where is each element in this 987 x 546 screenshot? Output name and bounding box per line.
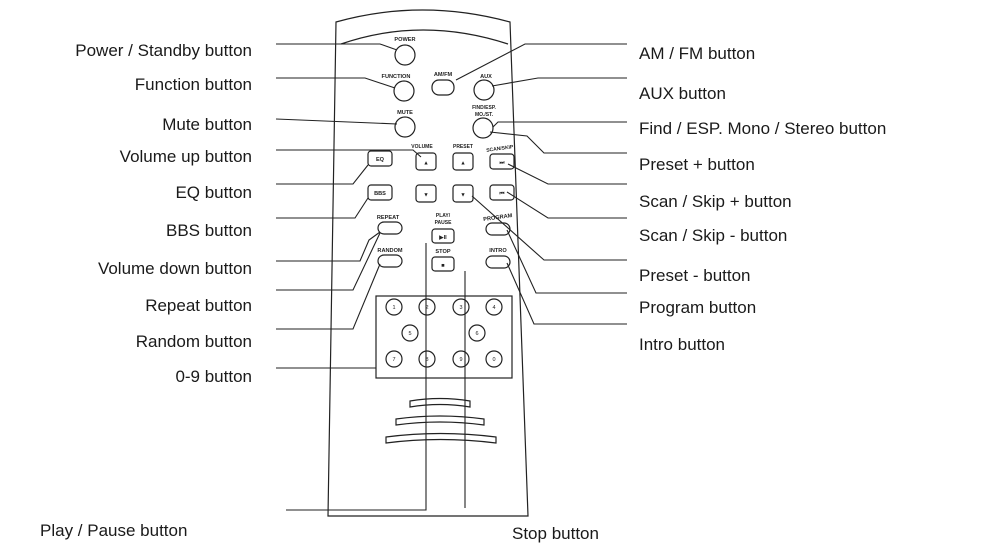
number-key-label: 8 [425,357,428,363]
volume-up-button [415,152,437,171]
function-key-label: FUNCTION [382,74,411,80]
mute-key-label: MUTE [397,110,413,116]
callout-volume-down: Volume down button [98,259,252,278]
callout-random: Random button [136,332,252,351]
number-key [385,350,403,368]
power-key-label: POWER [394,37,415,43]
left-callouts: Power / Standby button Function button M… [75,41,252,386]
number-key-label: 1 [392,305,395,311]
right-callouts: AM / FM button AUX button Find / ESP. Mo… [639,44,886,354]
callout-program: Program button [639,298,756,317]
callout-repeat: Repeat button [145,296,252,315]
callout-amfm: AM / FM button [639,44,755,63]
play-key-label-2: PAUSE [435,220,453,226]
program-key-label: PROGRAM [483,213,513,223]
number-key-label: 0 [492,357,495,363]
number-key [385,298,403,316]
intro-button [485,255,511,269]
number-key-label: 3 [459,305,462,311]
intro-key-label: INTRO [489,248,507,254]
callout-mute: Mute button [162,115,252,134]
eq-button [367,150,393,167]
number-key [401,324,419,342]
callout-power-standby: Power / Standby button [75,41,252,60]
callout-volume-up: Volume up button [120,147,252,166]
number-keys: 1 2 3 4 5 6 7 8 9 0 [385,298,503,368]
callout-bbs: BBS button [166,221,252,240]
repeat-button [377,221,403,235]
random-button [377,254,403,268]
left-leader-lines [275,43,422,369]
bbs-button [367,184,393,201]
program-button [485,222,511,236]
speaker-grille [385,397,497,444]
callout-preset-minus: Preset - button [639,266,751,285]
number-key [418,298,436,316]
callout-scan-skip-plus: Scan / Skip + button [639,192,792,211]
preset-plus-button [452,152,474,171]
callout-stop: Stop button [512,524,599,543]
find-key-label-1: FIND/ESP. [472,105,496,111]
number-key [418,350,436,368]
amfm-key-label: AM/FM [434,72,453,78]
number-key [485,350,503,368]
number-key-label: 9 [459,357,462,363]
eq-key-label: EQ [376,157,385,163]
number-key-label: 2 [425,305,428,311]
scanskip-key-label: SCAN/SKIP [486,144,514,154]
number-key-label: 6 [475,331,478,337]
callout-aux: AUX button [639,84,726,103]
number-keypad [375,295,513,379]
bbs-key-label: BBS [374,191,386,197]
aux-button [473,79,495,101]
preset-down-symbol: ▼ [460,193,466,199]
callout-play-pause: Play / Pause button [40,521,187,540]
callout-scan-skip-minus: Scan / Skip - button [639,226,787,245]
bottom-leader-lines [286,243,466,511]
stop-key [431,256,455,272]
preset-key-label: PRESET [453,144,473,150]
aux-key-label: AUX [480,74,492,80]
number-key [468,324,486,342]
callout-function: Function button [135,75,252,94]
number-key-label: 5 [408,331,411,337]
volume-down-button [415,184,437,203]
callout-find-esp: Find / ESP. Mono / Stereo button [639,119,886,138]
remote-buttons: POWER FUNCTION AM/FM AUX MUTE FIND/ESP. … [367,37,515,444]
scan-skip-plus-button [489,153,515,170]
callout-intro: Intro button [639,335,725,354]
volume-up-symbol: ▲ [423,161,429,167]
callout-preset-plus: Preset + button [639,155,755,174]
amfm-button [431,79,455,96]
remote-body [327,9,529,517]
function-button [393,80,415,102]
repeat-key-label: REPEAT [377,215,400,221]
play-pause-symbol: ▶II [438,234,447,241]
scan-skip-minus-button [489,184,515,201]
preset-minus-button [452,184,474,203]
volume-down-symbol: ▼ [423,193,429,199]
right-leader-lines [455,43,627,325]
callout-eq: EQ button [175,183,252,202]
stop-key-label: STOP [435,249,450,255]
number-key-label: 4 [492,305,495,311]
callout-number-keys: 0-9 button [175,367,252,386]
play-pause-key [431,228,455,244]
find-key-label-2: MO./ST. [475,112,494,118]
mute-button [394,116,416,138]
preset-up-symbol: ▲ [460,161,466,167]
volume-key-label: VOLUME [411,144,433,150]
number-key-label: 7 [392,357,395,363]
power-button [394,44,416,66]
bottom-callouts: Play / Pause button Stop button [40,521,599,543]
play-key-label-1: PLAY/ [436,213,451,219]
stop-symbol: ■ [441,263,445,269]
skip-forward-symbol: ⏭ [499,160,504,166]
number-key [485,298,503,316]
random-key-label: RANDOM [377,248,403,254]
find-esp-button [472,117,494,139]
skip-back-symbol: ⏮ [499,191,504,197]
